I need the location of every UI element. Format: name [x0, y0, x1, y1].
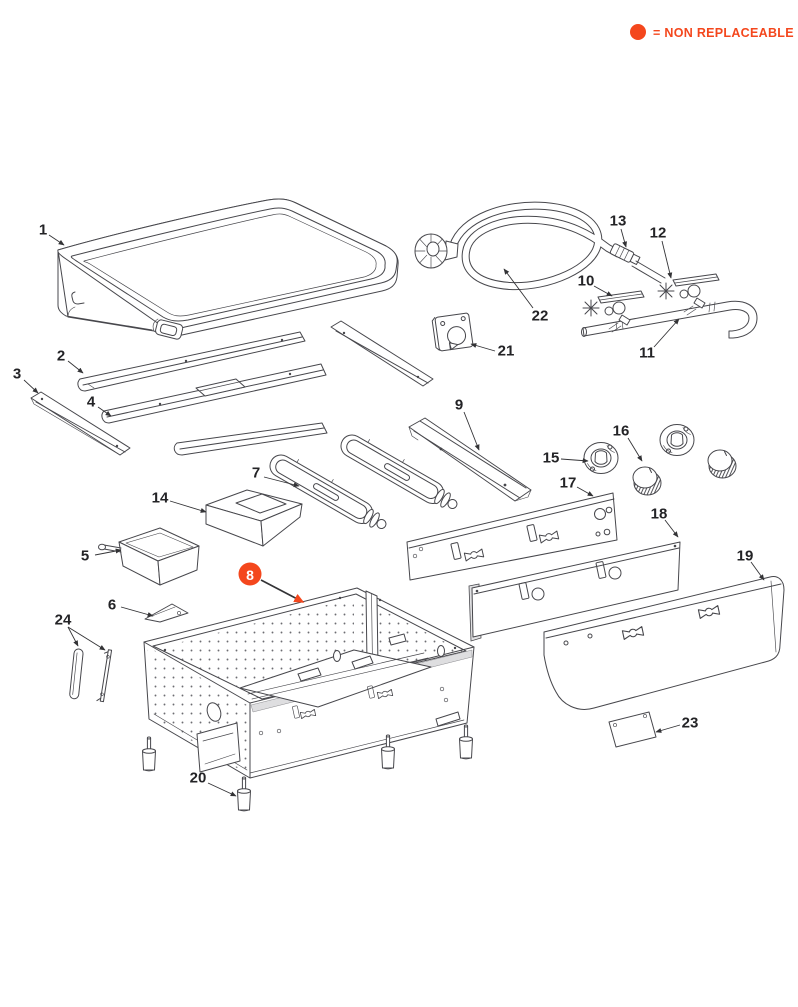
svg-text:13: 13	[610, 213, 627, 230]
callout-2: 2	[57, 348, 84, 374]
svg-text:20: 20	[190, 770, 207, 787]
svg-text:22: 22	[532, 308, 549, 325]
svg-text:6: 6	[108, 597, 116, 614]
callout-14: 14	[152, 490, 207, 513]
part-8-firebox-body	[143, 587, 475, 779]
svg-text:23: 23	[682, 715, 699, 732]
svg-text:9: 9	[455, 397, 463, 414]
part-20-foot-2	[237, 776, 251, 812]
svg-text:2: 2	[57, 348, 65, 365]
part-1-griddle-plate	[57, 198, 399, 340]
callout-5: 5	[81, 548, 122, 565]
part-21-bracket	[431, 312, 474, 352]
callout-19: 19	[737, 548, 765, 581]
svg-text:3: 3	[13, 366, 21, 383]
svg-text:19: 19	[737, 548, 754, 565]
svg-text:16: 16	[613, 423, 630, 440]
part-14-grease-chute	[205, 489, 303, 547]
svg-text:12: 12	[650, 225, 667, 242]
part-23-access-plate	[608, 711, 657, 748]
svg-text:18: 18	[651, 506, 668, 523]
svg-text:14: 14	[152, 490, 169, 507]
part-lower-rail	[173, 422, 328, 456]
part-22-hose-and-regulator	[414, 201, 621, 291]
part-11-manifold	[581, 300, 758, 339]
part-3-side-rail-left	[30, 391, 131, 456]
part-13-hose-fitting	[609, 243, 641, 265]
svg-text:5: 5	[81, 548, 89, 565]
part-20-foot-1	[142, 736, 156, 772]
callout-17: 17	[560, 475, 594, 497]
callout-21: 21	[470, 343, 515, 360]
legend-text: = NON REPLACEABLE	[653, 26, 794, 40]
callout-1: 1	[39, 222, 65, 246]
svg-text:21: 21	[498, 343, 515, 360]
part-6-bracket	[144, 603, 189, 623]
hose-to-valve-pipe	[631, 260, 666, 284]
part-16-knob-right	[707, 449, 737, 479]
part-9-support-channel	[408, 417, 532, 502]
svg-text:11: 11	[639, 345, 655, 362]
callout-4: 4	[87, 394, 112, 417]
svg-text:7: 7	[252, 465, 260, 482]
regulator	[414, 233, 459, 269]
callout-20: 20	[190, 770, 237, 797]
callout-6: 6	[108, 597, 154, 617]
callout-24: 24	[55, 612, 106, 651]
legend: = NON REPLACEABLE	[630, 24, 794, 40]
callout-23: 23	[655, 715, 699, 733]
callout-15: 15	[543, 450, 589, 467]
part-15-bezel-left	[583, 442, 619, 474]
callout-12: 12	[650, 225, 673, 279]
callout-16: 16	[613, 423, 643, 462]
part-18-heat-panel	[468, 541, 681, 642]
part-side-rail-right	[330, 320, 434, 387]
highlighted-callout-circle	[238, 562, 262, 586]
svg-text:4: 4	[87, 394, 96, 411]
callout-18: 18	[651, 506, 679, 538]
part-15-bezel-right	[659, 424, 695, 456]
callout-9: 9	[455, 397, 480, 451]
callout-11: 11	[639, 318, 680, 362]
callout-10: 10	[578, 273, 613, 297]
callout-3: 3	[13, 366, 39, 394]
svg-text:10: 10	[578, 273, 595, 290]
part-24-tools	[69, 648, 113, 703]
callout-8[interactable]: 8	[238, 562, 305, 603]
callout-13: 13	[610, 213, 627, 248]
part-2-rear-rail	[77, 331, 306, 392]
part-5-grease-tray	[98, 527, 200, 586]
svg-text:8: 8	[246, 567, 254, 583]
svg-text:1: 1	[39, 222, 47, 239]
svg-text:17: 17	[560, 475, 577, 492]
part-17-support-panel	[406, 492, 618, 581]
non-replaceable-dot-icon	[630, 24, 646, 40]
callout-7: 7	[252, 465, 300, 488]
svg-text:15: 15	[543, 450, 560, 467]
svg-text:24: 24	[55, 612, 72, 629]
part-4-front-rail	[101, 363, 327, 424]
part-16-knob-left	[632, 466, 662, 496]
part-20-foot-4	[459, 724, 473, 760]
part-19-front-panel	[543, 576, 785, 710]
callout-22: 22	[503, 268, 549, 325]
